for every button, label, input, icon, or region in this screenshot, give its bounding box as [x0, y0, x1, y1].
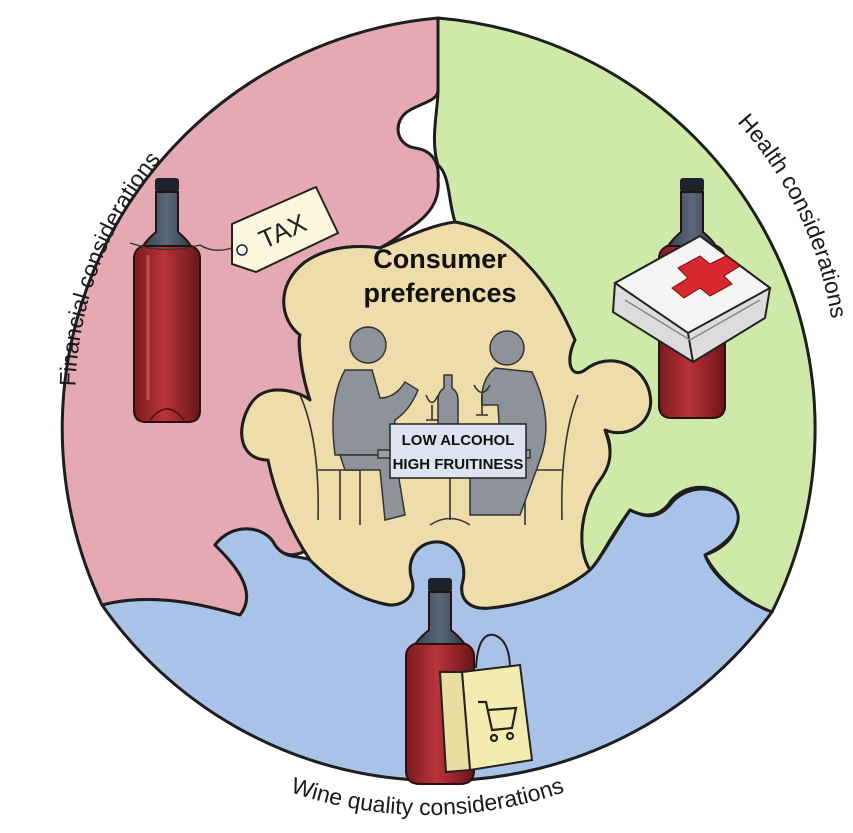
first-aid-kit-icon: [611, 234, 772, 364]
wine-bottle-quality-icon: [405, 578, 534, 785]
consumer-preferences-scene: Consumer preferences LOW ALCOHOL HIGH FR…: [299, 244, 579, 526]
shopping-bag-icon: [438, 633, 534, 774]
center-title-line2: preferences: [363, 278, 516, 308]
tax-tag: TAX: [231, 185, 340, 274]
sign-line2: HIGH FRUITINESS: [393, 456, 524, 473]
cart-icon: [478, 700, 518, 743]
sign-line1: LOW ALCOHOL: [402, 432, 515, 449]
center-title-line1: Consumer: [373, 244, 507, 274]
wine-bottle-health-icon: [611, 178, 772, 419]
wine-bottle-tax-icon: TAX: [129, 178, 340, 423]
preference-sign: LOW ALCOHOL HIGH FRUITINESS: [389, 423, 527, 479]
